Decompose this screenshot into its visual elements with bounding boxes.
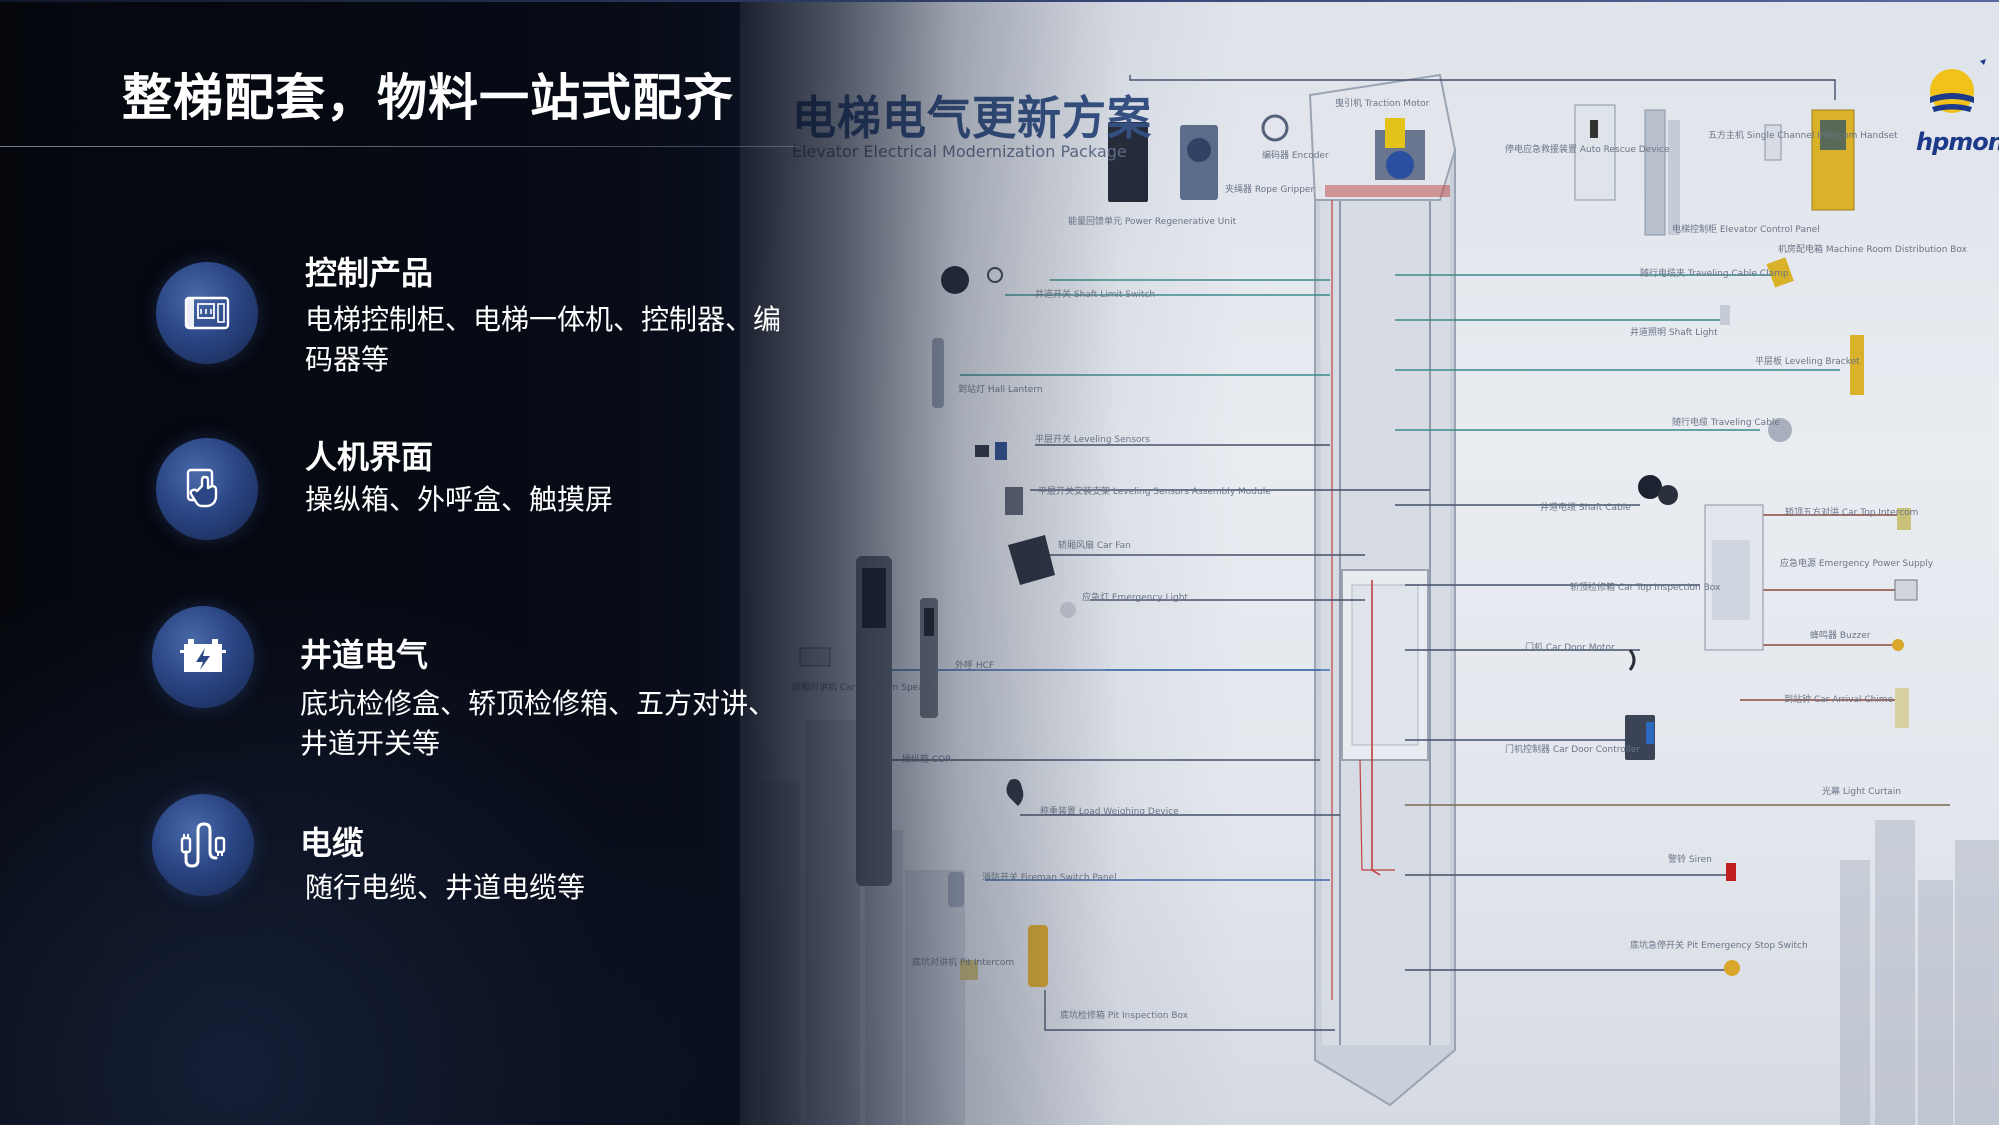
feature-title: 控制产品 <box>305 254 434 292</box>
label-car-top-intercom: 轿顶五方对讲 Car Top Intercom <box>1785 508 1919 518</box>
cable-icon <box>152 794 254 896</box>
label-pit-emergency-stop: 底坑急停开关 Pit Emergency Stop Switch <box>1630 941 1808 951</box>
label-encoder: 编码器 Encoder <box>1262 151 1329 161</box>
label-intercom: 五方主机 Single Channel Intercom Handset <box>1708 131 1898 141</box>
label-control-panel: 电梯控制柜 Elevator Control Panel <box>1672 225 1820 235</box>
top-accent-line <box>0 0 1999 2</box>
feature-title: 电缆 <box>300 824 365 862</box>
feature-desc-line-2: 码器等 <box>305 343 390 376</box>
label-fireman-switch: 消防开关 Fireman Switch Panel <box>982 873 1117 883</box>
label-cop: 操纵箱 COP <box>902 755 951 765</box>
label-buzzer: 蜂鸣器 Buzzer <box>1810 631 1871 641</box>
label-shaft-light: 井道照明 Shaft Light <box>1630 328 1718 338</box>
label-car-door-controller: 门机控制器 Car Door Controller <box>1505 745 1640 755</box>
label-traveling-cable-clamp: 随行电缆夹 Traveling Cable Clamp <box>1640 269 1789 279</box>
feature-desc-line-1: 操纵箱、外呼盒、触摸屏 <box>305 483 614 516</box>
label-traction-motor: 曳引机 Traction Motor <box>1335 99 1430 109</box>
label-hall-lantern: 到站灯 Hall Lantern <box>958 385 1043 395</box>
logo-text: hpmont <box>1916 128 1999 156</box>
label-car-fan: 轿厢风扇 Car Fan <box>1058 541 1131 551</box>
label-hcf: 外呼 HCF <box>955 661 995 671</box>
label-auto-rescue: 停电应急救援装置 Auto Rescue Device <box>1505 145 1670 155</box>
diagram-title: 电梯电气更新方案 <box>792 91 1152 146</box>
label-car-door-motor: 门机 Car Door Motor <box>1525 643 1615 653</box>
label-light-curtain: 光幕 Light Curtain <box>1822 787 1902 797</box>
feature-desc-line-2: 井道开关等 <box>300 727 441 760</box>
feature-desc-line-1: 随行电缆、井道电缆等 <box>305 871 586 904</box>
control-cabinet-icon <box>156 262 258 364</box>
label-pit-intercom: 底坑对讲机 Pit Intercom <box>912 958 1015 968</box>
touch-hand-icon <box>156 438 258 540</box>
feature-cable: 电缆 随行电缆、井道电缆等 <box>0 794 820 904</box>
label-leveling-assembly: 平层开关安装支架 Leveling Sensors Assembly Modul… <box>1038 487 1271 497</box>
label-pit-inspection: 底坑检修箱 Pit Inspection Box <box>1060 1011 1189 1021</box>
label-leveling-bracket: 平层板 Leveling Bracket <box>1755 357 1860 367</box>
feature-control-products: 控制产品 电梯控制柜、电梯一体机、控制器、编 码器等 <box>0 254 820 390</box>
label-car-arrival-chime: 到站钟 Car Arrival Chime <box>1784 695 1894 705</box>
feature-desc-line-1: 电梯控制柜、电梯一体机、控制器、编 <box>305 303 782 336</box>
label-shaft-limit: 井道开关 Shaft Limit Switch <box>1035 290 1156 300</box>
feature-title: 井道电气 <box>300 636 429 674</box>
label-shaft-cable: 井道电缆 Shaft Cable <box>1540 503 1631 513</box>
feature-hmi: 人机界面 操纵箱、外呼盒、触摸屏 <box>0 438 820 548</box>
battery-electric-icon <box>152 606 254 708</box>
feature-shaft-electrical: 井道电气 底坑检修盒、轿顶检修箱、五方对讲、 井道开关等 <box>0 604 820 764</box>
label-siren: 警铃 Siren <box>1668 855 1712 865</box>
title-divider <box>0 146 800 147</box>
diagram-subtitle: Elevator Electrical Modernization Packag… <box>792 142 1127 161</box>
feature-title: 人机界面 <box>305 438 434 476</box>
label-car-top-inspection: 轿顶检修箱 Car Top Inspection Box <box>1570 583 1721 593</box>
elevator-shaft <box>1308 73 1457 1107</box>
label-load-weighing: 称重装置 Load Weighing Device <box>1040 807 1179 817</box>
label-emergency-power: 应急电源 Emergency Power Supply <box>1780 559 1934 569</box>
label-rope-gripper: 夹绳器 Rope Gripper <box>1225 185 1315 195</box>
feature-desc-line-1: 底坑检修盒、轿顶检修箱、五方对讲、 <box>300 687 777 720</box>
label-traveling-cable: 随行电缆 Traveling Cable <box>1672 418 1780 428</box>
label-emergency-light: 应急灯 Emergency Light <box>1082 593 1188 603</box>
label-power-regen: 能量回馈单元 Power Regenerative Unit <box>1068 217 1237 227</box>
page-title: 整梯配套，物料一站式配齐 <box>122 69 734 127</box>
label-machine-room-box: 机房配电箱 Machine Room Distribution Box <box>1778 245 1967 255</box>
label-leveling-sensors: 平层开关 Leveling Sensors <box>1035 435 1150 445</box>
